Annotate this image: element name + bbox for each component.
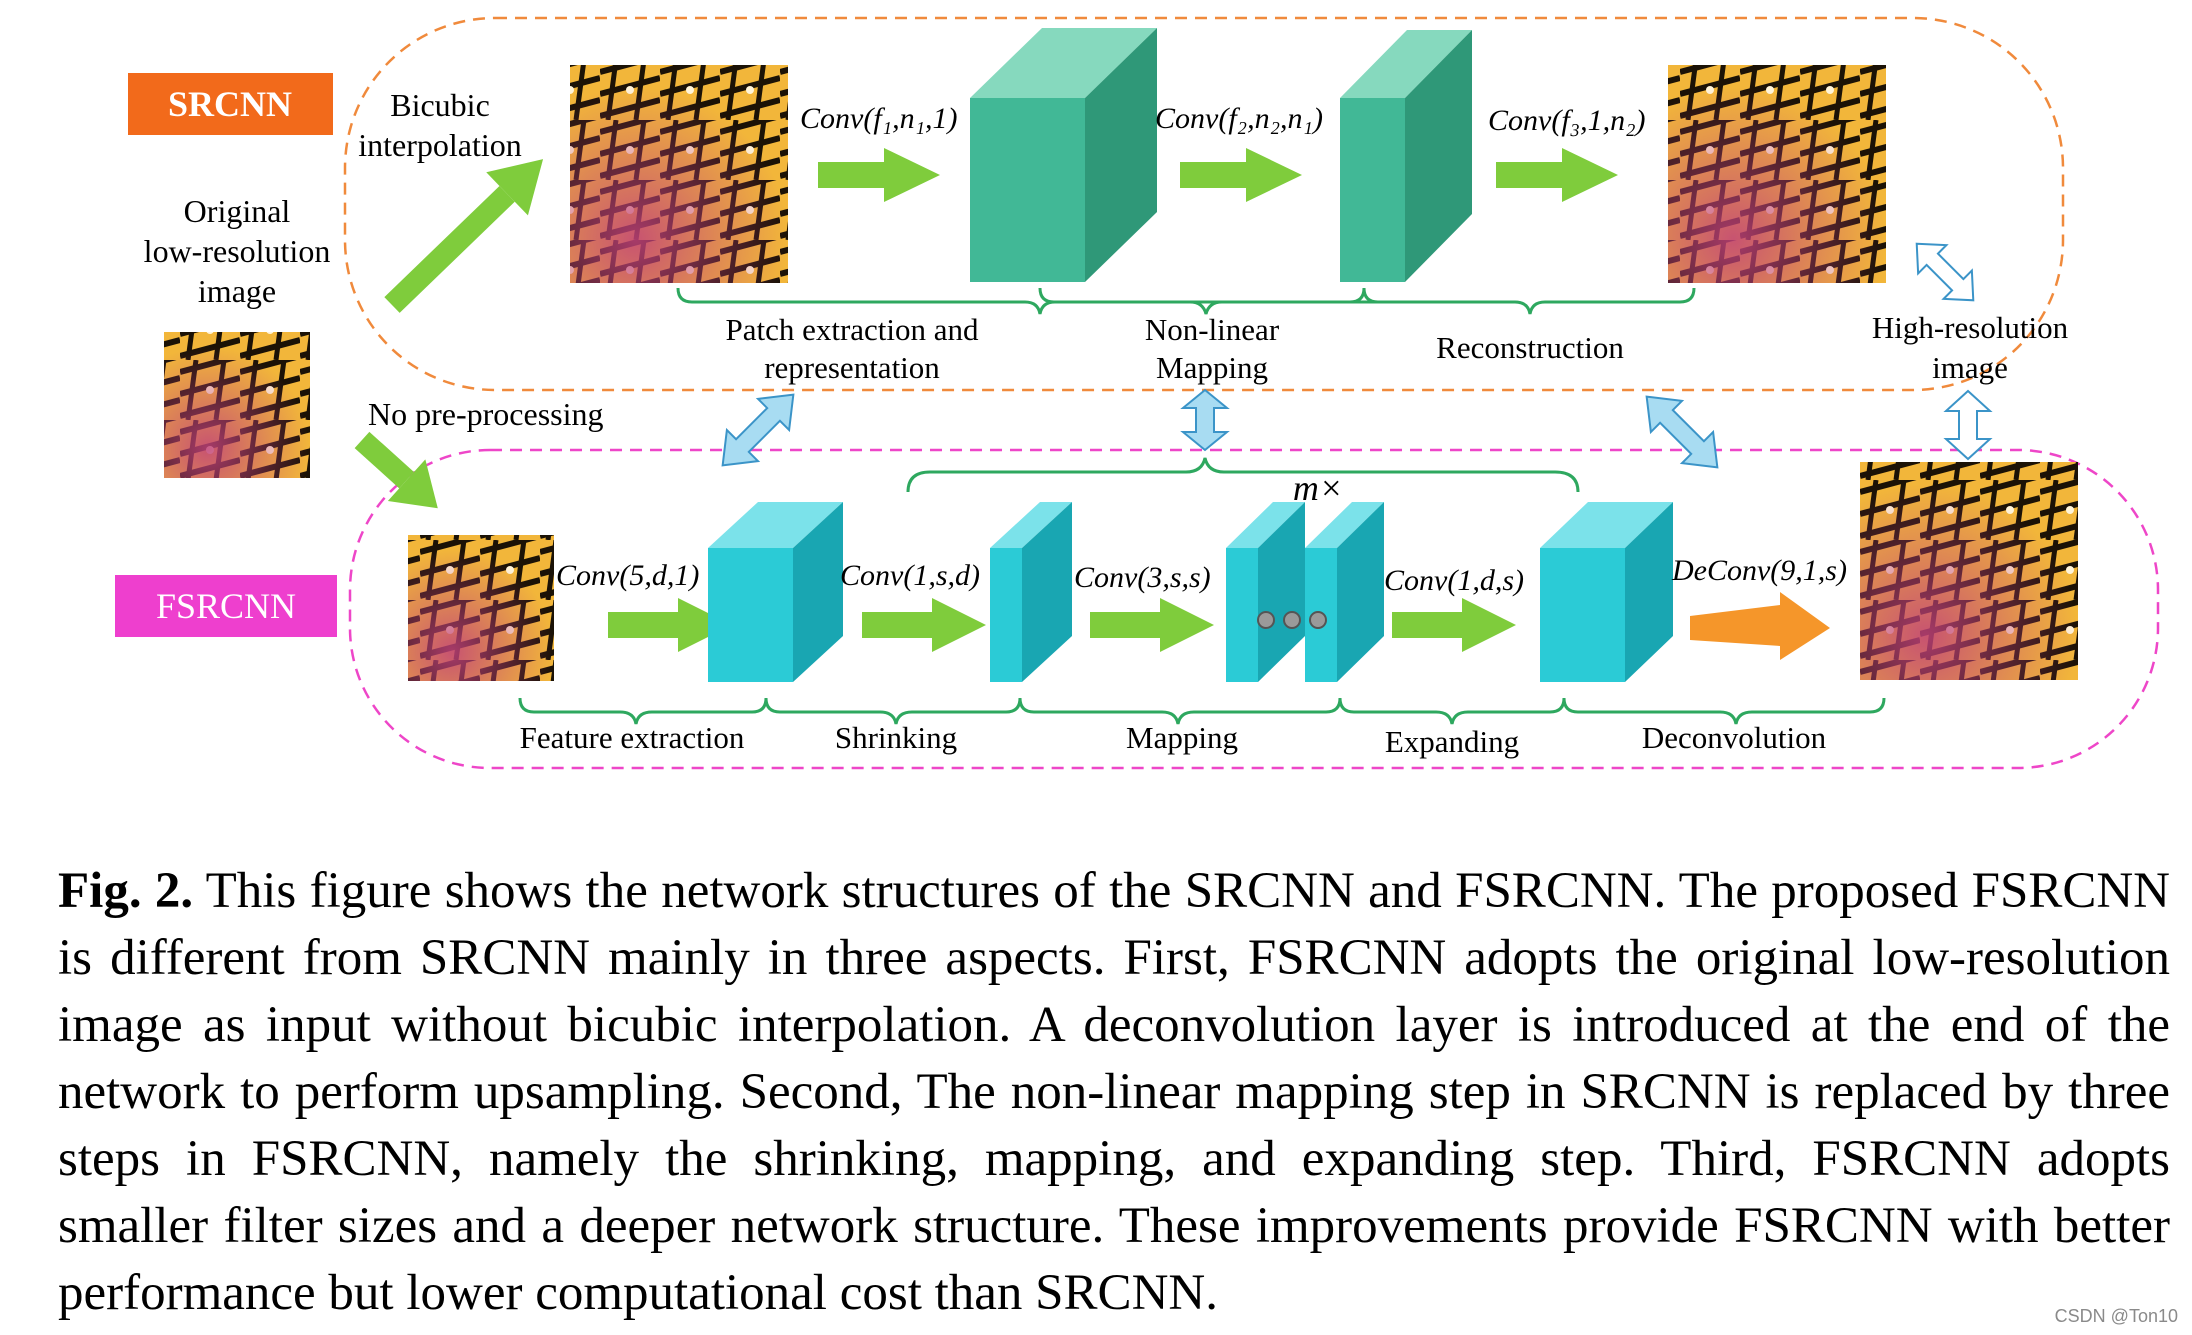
fsrcnn-block-shrinking xyxy=(990,502,1072,682)
srcnn-arrow-3 xyxy=(1496,148,1618,202)
fsrcnn-group-outline xyxy=(348,448,2160,770)
fsrcnn-brace-4 xyxy=(1338,697,1566,725)
srcnn-brace-2 xyxy=(1038,287,1366,315)
srcnn-stage-2-line1: Non-linear xyxy=(1145,312,1280,347)
output-label-line1: High-resolution xyxy=(1872,310,2069,345)
caption-text: This figure shows the network structures… xyxy=(58,863,2171,1321)
figure-caption: Fig. 2. This figure shows the network st… xyxy=(58,858,2170,1327)
srcnn-stage-1-line1: Patch extraction and xyxy=(725,312,979,347)
srcnn-arrow-1 xyxy=(818,148,940,202)
srcnn-conv1-label: Conv(f₁,n₁,1) xyxy=(800,102,958,135)
compare-arrow-output xyxy=(1943,389,1993,461)
fsrcnn-deconv-label: DeConv(9,1,s) xyxy=(1671,554,1847,587)
srcnn-stage-2-line2: Mapping xyxy=(1156,350,1268,385)
fsrcnn-stage-2: Shrinking xyxy=(835,720,957,755)
bicubic-label-line2: interpolation xyxy=(358,127,522,163)
srcnn-badge xyxy=(128,73,333,135)
fsrcnn-arrow-4 xyxy=(1392,598,1516,652)
srcnn-brace-3 xyxy=(1362,287,1696,315)
repeat-brace xyxy=(906,457,1580,493)
repeat-label: m× xyxy=(1293,468,1343,508)
fsrcnn-block-feature xyxy=(708,502,843,682)
srcnn-stage-1-line2: representation xyxy=(764,350,940,385)
srcnn-interpolated-image xyxy=(570,65,788,283)
fsrcnn-stage-4: Expanding xyxy=(1385,724,1519,759)
watermark: CSDN @Ton10 xyxy=(2054,1306,2178,1326)
srcnn-badge-label: SRCNN xyxy=(168,84,292,124)
fsrcnn-block-mapping-2 xyxy=(1305,502,1384,682)
fsrcnn-block-mapping-1 xyxy=(1226,502,1305,682)
fsrcnn-arrow-2 xyxy=(862,598,986,652)
fsrcnn-brace-3 xyxy=(1018,697,1342,725)
network-diagram: SRCNN FSRCNN Original low-resolution ima… xyxy=(115,16,2160,770)
srcnn-brace-1 xyxy=(676,287,1386,315)
srcnn-block-2 xyxy=(1340,30,1472,282)
caption-label: Fig. 2. xyxy=(58,863,194,919)
fsrcnn-stage-5: Deconvolution xyxy=(1642,720,1827,755)
fsrcnn-stage-3: Mapping xyxy=(1126,720,1238,755)
no-preprocessing-arrow xyxy=(354,431,438,509)
fsrcnn-conv3-label: Conv(3,s,s) xyxy=(1074,561,1211,594)
srcnn-output-image xyxy=(1668,65,1886,283)
fsrcnn-brace-2 xyxy=(764,697,1022,725)
bicubic-label-line1: Bicubic xyxy=(390,87,490,123)
fsrcnn-block-expanding xyxy=(1540,502,1673,682)
fsrcnn-arrow-3 xyxy=(1090,598,1214,652)
bicubic-arrow xyxy=(384,159,544,313)
compare-arrow-srcnn-output xyxy=(1915,242,1975,302)
fsrcnn-output-image xyxy=(1860,462,2078,680)
compare-arrow-input xyxy=(721,393,795,467)
fsrcnn-badge xyxy=(115,575,337,637)
srcnn-arrow-2 xyxy=(1180,148,1302,202)
fsrcnn-brace-5 xyxy=(1562,697,1886,725)
compare-arrow-mapping xyxy=(1180,388,1230,452)
srcnn-conv3-label: Conv(f₃,1,n₂) xyxy=(1488,104,1646,137)
input-label-line3: image xyxy=(198,273,276,309)
no-preprocessing-label: No pre-processing xyxy=(368,396,603,432)
fsrcnn-input-image xyxy=(408,535,554,681)
fsrcnn-badge-label: FSRCNN xyxy=(156,586,296,626)
fsrcnn-arrow-1 xyxy=(608,598,732,652)
compare-arrow-reconstruction xyxy=(1645,395,1719,469)
input-label-line2: low-resolution xyxy=(144,233,331,269)
srcnn-block-1 xyxy=(970,28,1157,282)
fsrcnn-conv4-label: Conv(1,d,s) xyxy=(1384,564,1524,597)
fsrcnn-deconv-arrow xyxy=(1690,592,1830,660)
fsrcnn-conv1-label: Conv(5,d,1) xyxy=(556,559,699,592)
output-label-line2: image xyxy=(1932,350,2008,385)
srcnn-stage-3: Reconstruction xyxy=(1436,330,1624,365)
fsrcnn-stage-1: Feature extraction xyxy=(520,720,745,755)
fsrcnn-brace-1 xyxy=(518,697,768,725)
srcnn-conv2-label: Conv(f₂,n₂,n₁) xyxy=(1155,102,1323,135)
repeat-dots xyxy=(1257,611,1327,629)
input-label-line1: Original xyxy=(184,193,291,229)
low-resolution-input-image xyxy=(164,332,310,478)
fsrcnn-conv2-label: Conv(1,s,d) xyxy=(840,559,980,592)
